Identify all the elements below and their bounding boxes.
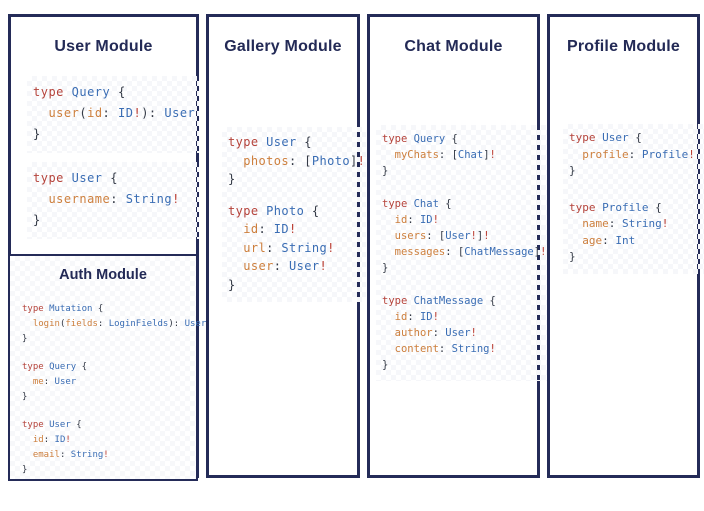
panel-user-module: User Module type Query { user(id: ID!): … xyxy=(8,14,206,481)
code-block-user-query: type Query { user(id: ID!): User} xyxy=(27,76,199,153)
panel-gallery-module: Gallery Module type User { photos: [Phot… xyxy=(206,14,365,478)
code-block-profile: type User { profile: Profile!}type Profi… xyxy=(563,124,704,274)
panel-auth-module: Auth Module type Mutation { login(fields… xyxy=(8,254,206,481)
code-block-gallery: type User { photos: [Photo]!}type Photo … xyxy=(222,127,366,302)
panel-chat-module: Chat Module type Query { myChats: [Chat]… xyxy=(367,14,546,478)
user-module-title: User Module xyxy=(54,38,153,55)
panel-profile-module: Profile Module type User { profile: Prof… xyxy=(547,14,701,478)
code-block-auth: type Mutation { login(fields: LoginField… xyxy=(22,304,207,475)
code-block-chat: type Query { myChats: [Chat]!}type Chat … xyxy=(376,125,547,381)
auth-module-title: Auth Module xyxy=(59,267,147,283)
code-block-user-type: type User { username: String!} xyxy=(27,162,199,239)
gallery-module-title: Gallery Module xyxy=(224,38,342,55)
chat-module-title: Chat Module xyxy=(404,38,503,55)
profile-module-title: Profile Module xyxy=(566,38,681,55)
